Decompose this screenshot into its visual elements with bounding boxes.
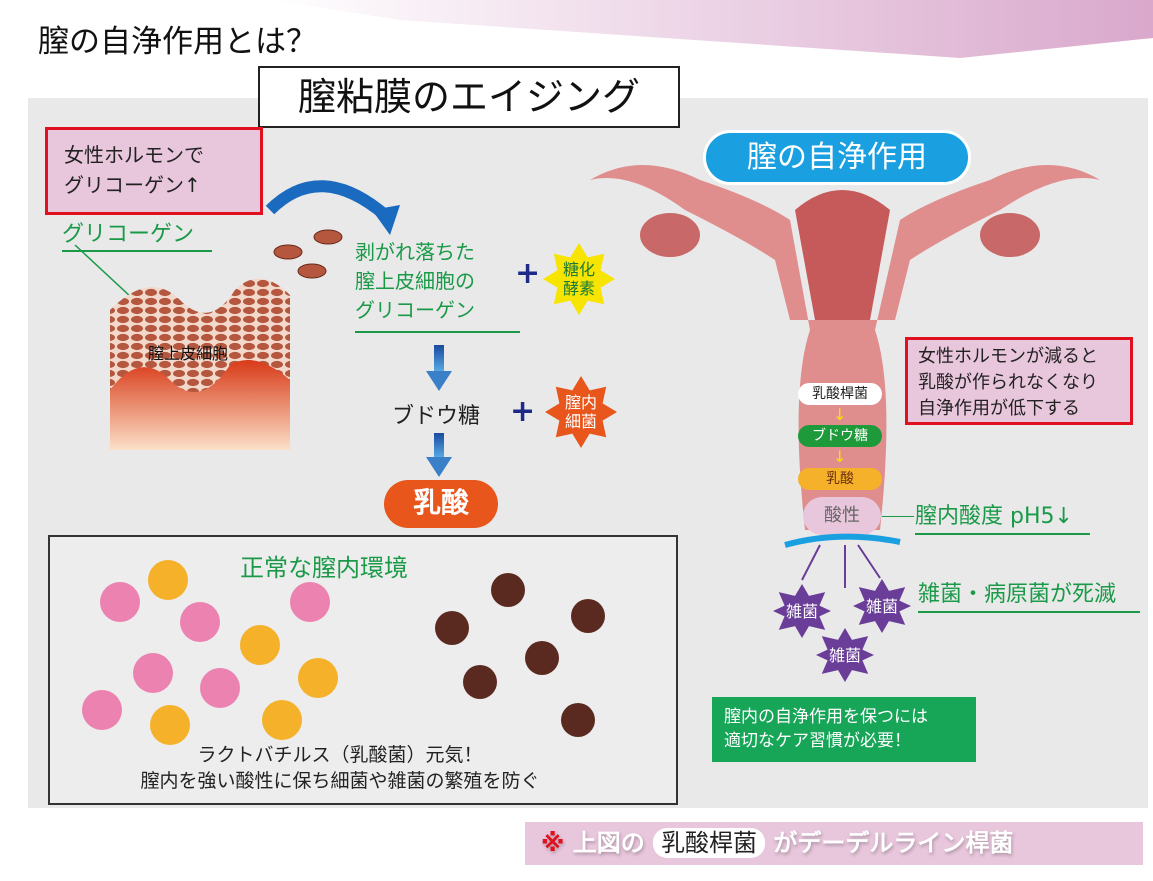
footnote-bar: ※ 上図の 乳酸桿菌 がデーデルライン桿菌 bbox=[525, 822, 1143, 865]
connector-line bbox=[882, 516, 914, 517]
bacteria-star: 膣内細菌 bbox=[545, 376, 617, 448]
hormone-line: 女性ホルモンで bbox=[64, 143, 204, 167]
peeled-line: 剥がれ落ちた bbox=[355, 240, 475, 264]
caption-line: 膣内を強い酸性に保ち細菌や雑菌の繁殖を防ぐ bbox=[140, 770, 540, 792]
germs-die-label: 雑菌・病原菌が死滅 bbox=[918, 576, 1140, 613]
ph-label: 膣内酸度 pH5↓ bbox=[915, 498, 1090, 535]
decline-line: 自浄作用が低下する bbox=[918, 398, 1080, 419]
page-title: 膣の自浄作用とは？ bbox=[38, 24, 317, 60]
chain-lactobacillus: 乳酸桿菌 bbox=[798, 383, 882, 405]
glucose-label: ブドウ糖 bbox=[392, 404, 481, 429]
peeled-line: グリコーゲン bbox=[355, 298, 475, 322]
chain-acidic: 酸性 bbox=[803, 497, 881, 535]
chain-glucose: ブドウ糖 bbox=[798, 425, 882, 447]
note-mark: ※ bbox=[541, 829, 565, 857]
self-cleaning-pill: 膣の自浄作用 bbox=[703, 130, 971, 185]
header-band bbox=[270, 0, 1153, 58]
caption-line: ラクトバチルス（乳酸菌）元気！ bbox=[197, 744, 483, 766]
peeled-cells-text: 剥がれ落ちた膣上皮細胞のグリコーゲン bbox=[355, 238, 520, 333]
glycogen-label: グリコーゲン bbox=[62, 216, 212, 252]
enzyme-star: 糖化酵素 bbox=[543, 243, 615, 315]
section-title: 膣粘膜のエイジング bbox=[258, 66, 680, 128]
peeled-line: 膣上皮細胞の bbox=[355, 269, 475, 293]
hormone-box: 女性ホルモンでグリコーゲン↑ bbox=[45, 127, 263, 215]
epithelium-illustration bbox=[74, 180, 400, 450]
epithelium-label: 膣上皮細胞 bbox=[148, 344, 229, 363]
enzyme-line: 酵素 bbox=[562, 279, 595, 298]
enzyme-line: 糖化 bbox=[562, 260, 595, 279]
arrow-icon: ↓ bbox=[833, 447, 847, 466]
plus-sign: + bbox=[515, 256, 541, 291]
bacteria-illustration bbox=[82, 560, 605, 745]
decline-line: 女性ホルモンが減ると bbox=[918, 346, 1098, 367]
environment-caption: ラクトバチルス（乳酸菌）元気！ 膣内を強い酸性に保ち細菌や雑菌の繁殖を防ぐ bbox=[100, 742, 580, 794]
note-post: がデーデルライン桿菌 bbox=[773, 829, 1014, 857]
hormone-line: グリコーゲン↑ bbox=[64, 173, 201, 197]
plus-sign: + bbox=[510, 394, 536, 429]
note-pre: 上図の bbox=[572, 829, 645, 857]
acid-shield bbox=[784, 533, 901, 588]
care-line: 適切なケア習慣が必要！ bbox=[724, 731, 911, 751]
note-pill: 乳酸桿菌 bbox=[653, 828, 766, 858]
uterus-illustration bbox=[590, 165, 1100, 530]
chain-lactic-acid: 乳酸 bbox=[798, 468, 882, 490]
decline-line: 乳酸が作られなくなり bbox=[918, 372, 1098, 393]
bacteria-line: 細菌 bbox=[564, 412, 597, 431]
environment-title: 正常な膣内環境 bbox=[240, 554, 408, 582]
care-box: 膣内の自浄作用を保つには適切なケア習慣が必要！ bbox=[712, 697, 976, 762]
arrow-icon: ↓ bbox=[833, 405, 847, 424]
lactic-acid-pill: 乳酸 bbox=[384, 480, 498, 528]
decline-box: 女性ホルモンが減ると乳酸が作られなくなり自浄作用が低下する bbox=[905, 337, 1133, 425]
down-arrows bbox=[426, 345, 452, 477]
bacteria-line: 膣内 bbox=[564, 393, 597, 412]
care-line: 膣内の自浄作用を保つには bbox=[724, 707, 928, 727]
